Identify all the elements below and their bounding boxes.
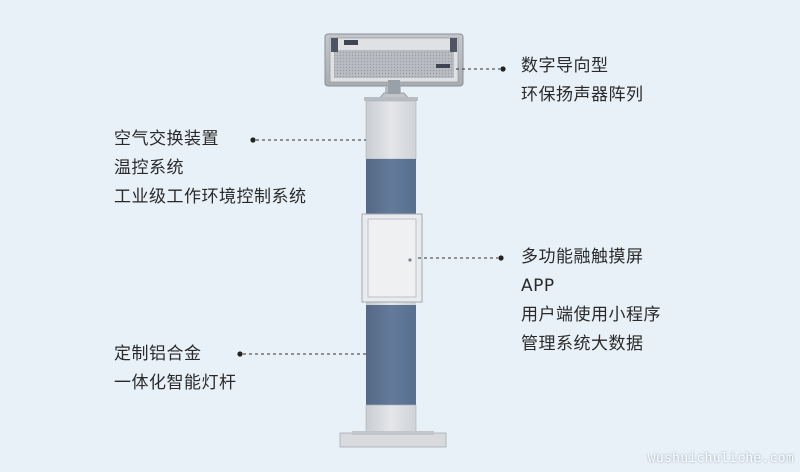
air-control-callout-line: 空气交换装置 [114, 129, 219, 149]
pole-callout-dot [237, 351, 243, 357]
pole-body [339, 97, 447, 448]
pole-callout-line: 一体化智能灯杆 [114, 373, 237, 393]
door-lock-icon [408, 258, 412, 262]
touchscreen-callout-line: 用户端使用小程序 [521, 305, 661, 325]
speaker-callout-dot [500, 66, 506, 72]
air-control-callout-line: 温控系统 [114, 158, 184, 178]
touchscreen-callout-line: APP [521, 276, 555, 296]
touchscreen-callout-line: 管理系统大数据 [521, 334, 644, 354]
air-control-callout: 空气交换装置 温控系统 工业级工作环境控制系统 [114, 125, 307, 212]
pole-callout: 定制铝合金 一体化智能灯杆 [114, 340, 237, 398]
logo-icon [344, 40, 358, 45]
speaker-array [324, 33, 464, 101]
touchscreen-callout: 多功能融触摸屏 APP 用户端使用小程序 管理系统大数据 [521, 243, 661, 359]
speaker-callout: 数字导向型 环保扬声器阵列 [521, 52, 644, 110]
cabinet-door [361, 213, 423, 303]
watermark: wushuichuliche.com [647, 451, 794, 466]
air-callout-dot [250, 137, 256, 143]
speaker-callout-line: 数字导向型 [521, 56, 609, 76]
touchscreen-callout-line: 多功能融触摸屏 [521, 247, 644, 267]
speaker-callout-line: 环保扬声器阵列 [521, 85, 644, 105]
pole-callout-line: 定制铝合金 [114, 344, 202, 364]
air-control-callout-line: 工业级工作环境控制系统 [114, 187, 307, 207]
leader-lines [237, 66, 506, 357]
touchscreen-callout-dot [498, 255, 504, 261]
